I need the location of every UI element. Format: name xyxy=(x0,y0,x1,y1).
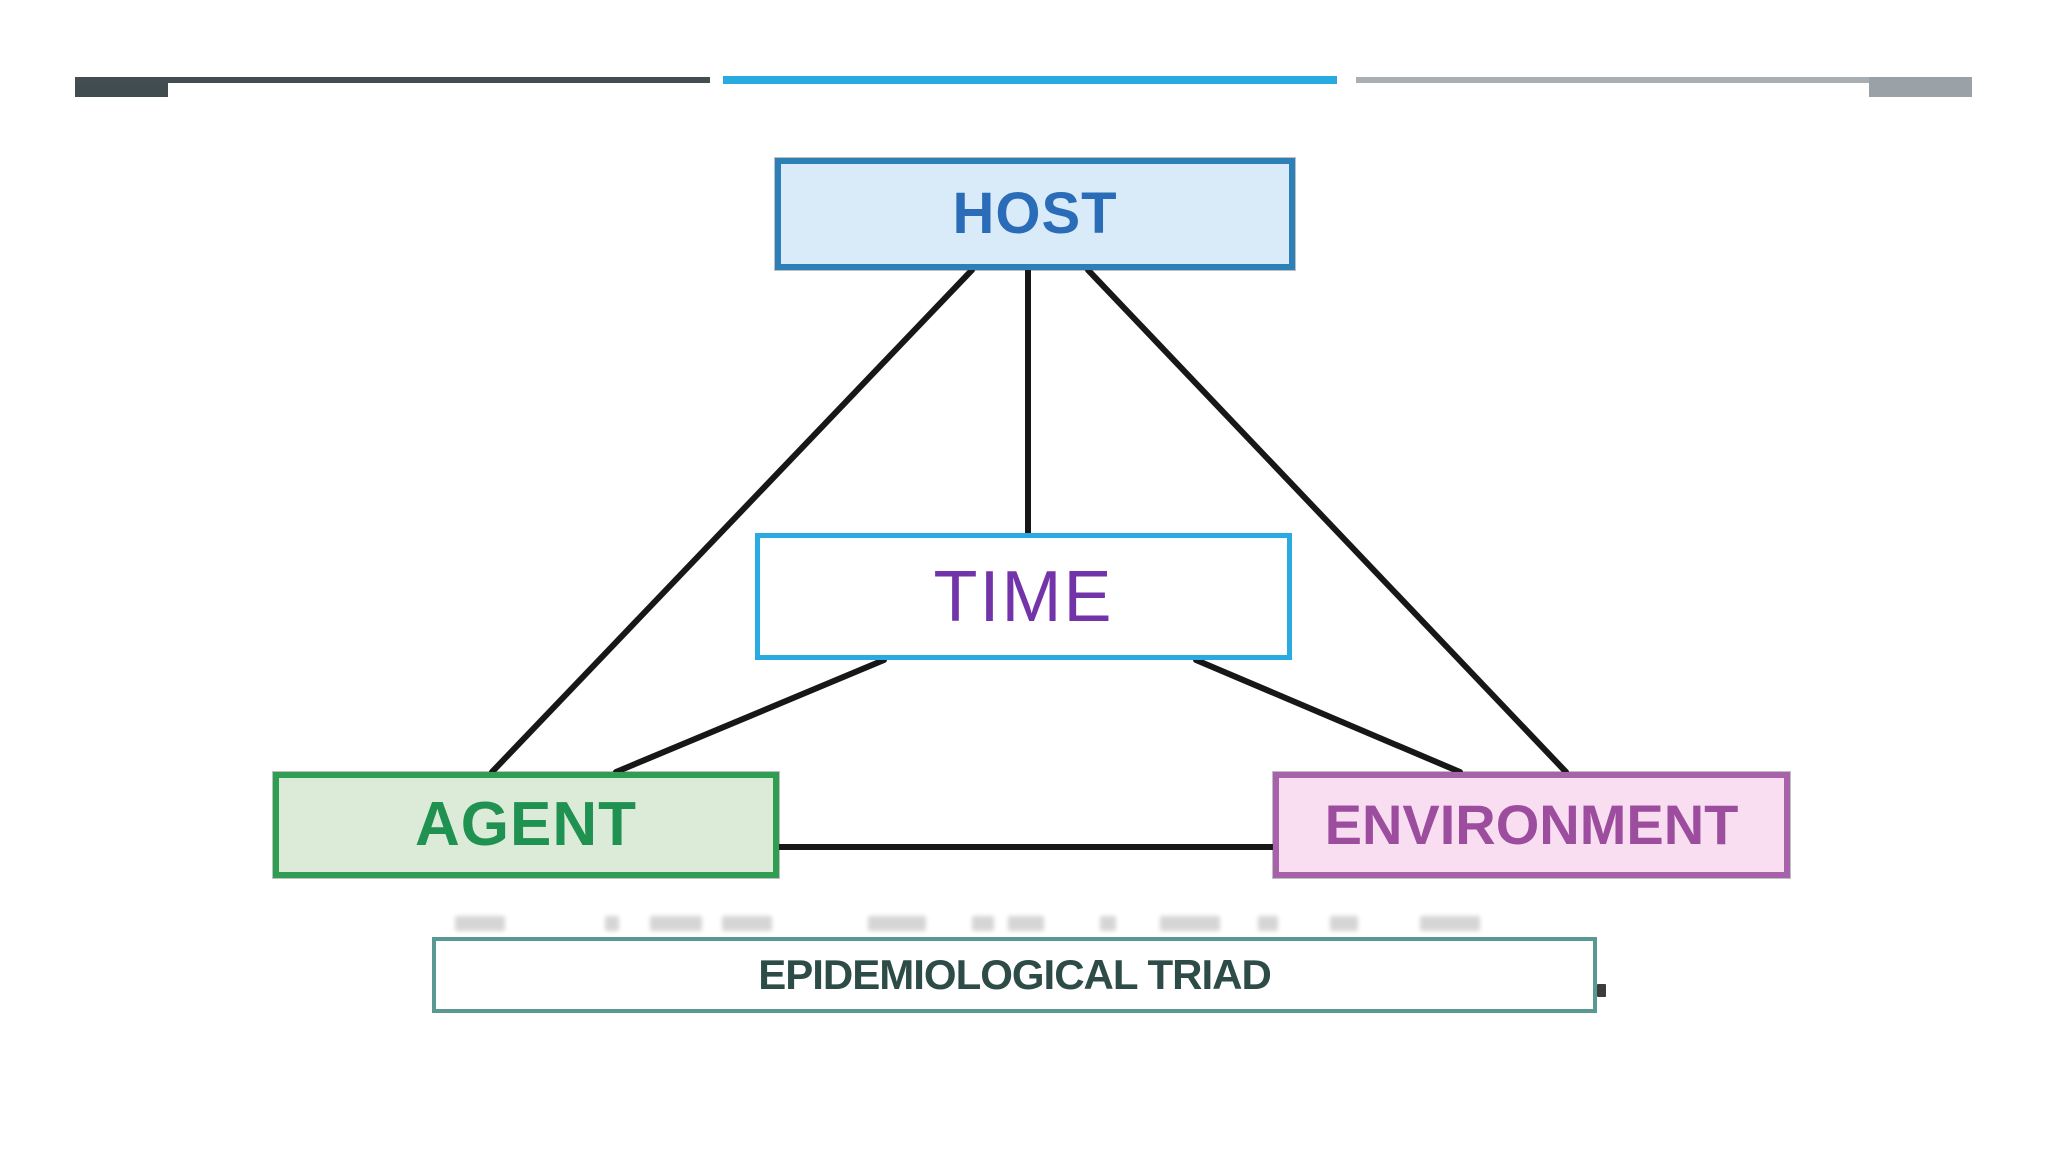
edge-host-to-environment xyxy=(1085,267,1569,775)
time-label: TIME xyxy=(933,556,1114,637)
ghost-text-artifact xyxy=(1330,916,1358,931)
environment-label: ENVIRONMENT xyxy=(1324,793,1739,856)
ghost-text-artifact xyxy=(1258,916,1278,931)
edge-time-to-environment xyxy=(1193,657,1463,775)
caption-box: EPIDEMIOLOGICAL TRIAD xyxy=(432,937,1597,1013)
ghost-text-artifact xyxy=(605,916,619,931)
host-box: HOST xyxy=(775,158,1295,270)
time-box: TIME xyxy=(755,533,1292,660)
ghost-text-artifact xyxy=(1008,916,1044,931)
agent-box: AGENT xyxy=(273,772,779,878)
caption-label: EPIDEMIOLOGICAL TRIAD xyxy=(758,951,1272,998)
ghost-text-artifact xyxy=(1420,916,1480,931)
top-bar-right-line xyxy=(1356,77,1972,83)
environment-box: ENVIRONMENT xyxy=(1273,772,1790,878)
host-label: HOST xyxy=(952,181,1118,246)
stray-mark-artifact xyxy=(1597,984,1606,997)
edge-host-to-agent xyxy=(489,267,975,775)
ghost-text-artifact xyxy=(868,916,926,931)
ghost-text-artifact xyxy=(1160,916,1220,931)
top-bar-left-line xyxy=(75,77,710,83)
agent-label: AGENT xyxy=(415,790,637,859)
top-bar-cyan-line xyxy=(723,76,1337,84)
ghost-text-artifact xyxy=(722,916,772,931)
ghost-text-artifact xyxy=(650,916,702,931)
edge-time-to-agent xyxy=(613,657,887,775)
ghost-text-artifact xyxy=(455,916,505,931)
top-bar-right-tab xyxy=(1869,77,1972,97)
ghost-text-artifact xyxy=(1100,916,1116,931)
ghost-text-artifact xyxy=(972,916,994,931)
